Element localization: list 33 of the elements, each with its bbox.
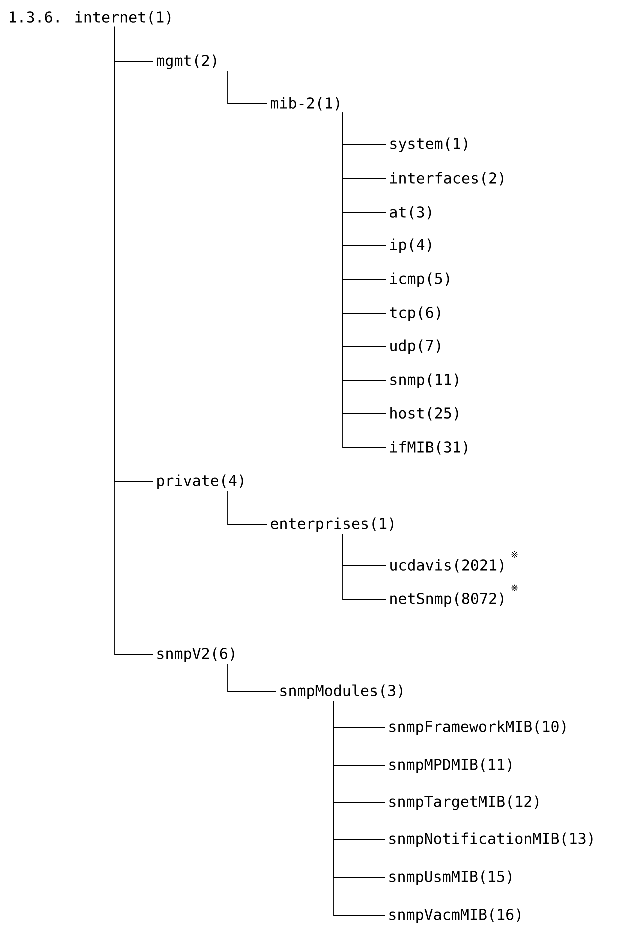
tree-label: mgmt(2) [157,54,216,70]
tree-label: mib-2(1) [271,97,340,111]
tree-label: snmpModules(3) [280,684,402,700]
tree-label: private(4) [158,474,244,490]
tree-label: host(25) [390,407,458,421]
tree-label: snmpTargetMIB(12) [390,796,539,810]
tree-label: tcp(6) [390,306,440,322]
tree-connector [114,26,154,656]
tree-label: snmpUsmMIB(15) [390,870,512,886]
tree-connector [334,701,386,916]
tree-connector [342,534,386,600]
footnote-mark: ※ [512,551,518,558]
tree-label: interfaces(2) [390,172,504,186]
footnote-mark: ※ [512,584,518,592]
tree-label: system(1) [390,138,468,152]
tree-connector [228,664,276,692]
tree-label: snmpV2(6) [158,648,234,662]
tree-connector [228,491,268,526]
tree-label: ucdavis(2021) [390,559,504,573]
tree-label: snmpVacmMIB(16) [390,908,521,924]
tree-label: snmpNotificationMIB(13) [390,832,593,848]
tree-connector [228,71,268,104]
tree-label: netSnmp(8072) [390,592,504,608]
tree-label: snmpFrameworkMIB(10) [390,720,566,736]
tree-label: udp(7) [390,340,440,354]
tree-label: 1.3.6. internet(1) [10,11,171,25]
tree-label: at(3) [390,206,432,220]
tree-label: snmp(11) [390,374,458,388]
tree-label: icmp(5) [390,272,450,288]
tree-label: ip(4) [390,238,432,254]
tree-label: ifMIB(31) [390,441,468,455]
tree-label: snmpMPDMIB(11) [390,758,512,774]
tree-label: enterprises(1) [271,518,394,532]
